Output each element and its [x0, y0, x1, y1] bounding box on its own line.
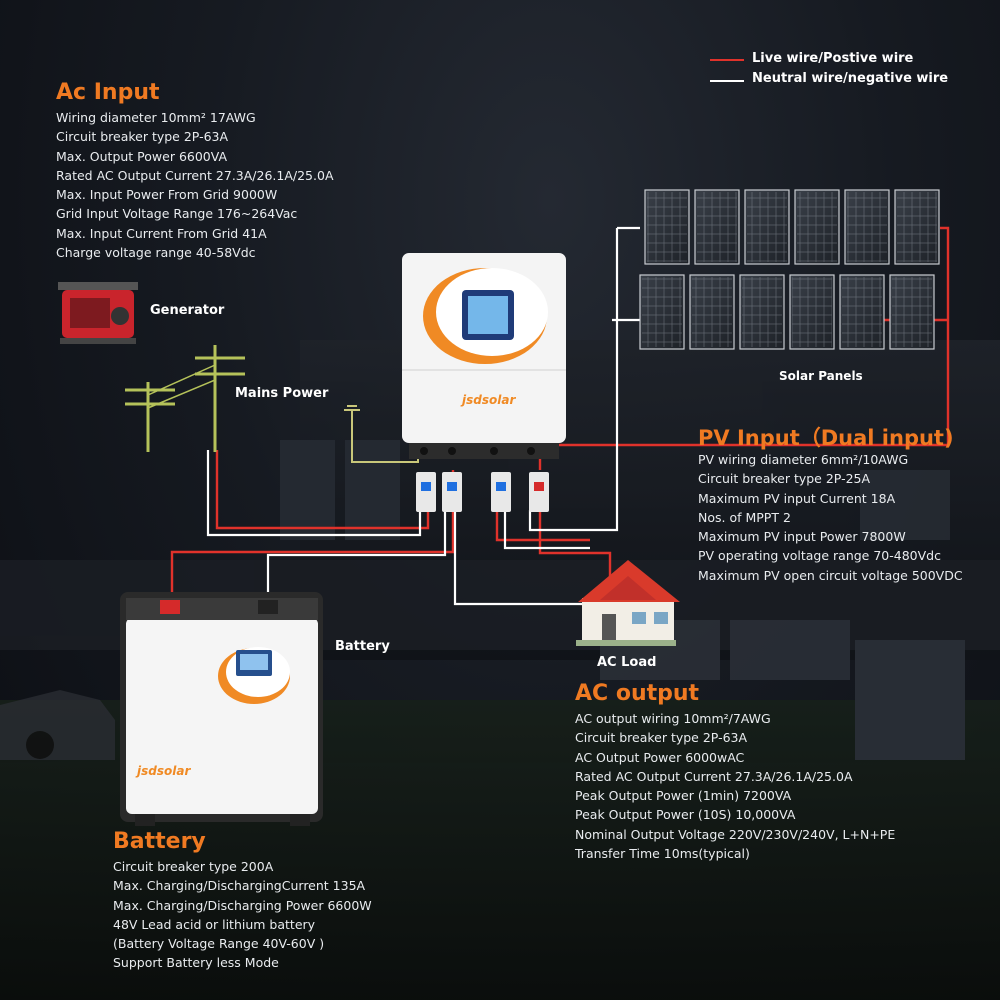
solar-panel: [839, 274, 885, 350]
car-silhouette: [0, 690, 115, 760]
utility-pole: [125, 345, 245, 452]
solar-panel: [744, 189, 790, 265]
pv-input-specs: PV wiring diameter 6mm²/10AWG Circuit bre…: [698, 450, 963, 585]
spec-line: Max. Input Power From Grid 9000W: [56, 187, 278, 203]
battery-illustration: [120, 592, 323, 826]
solar-panel: [694, 189, 740, 265]
spec-line: Maximum PV input Current 18A: [698, 490, 896, 506]
legend-live-swatch: [710, 59, 744, 61]
spec-line: Max. Charging/Discharging Power 6600W: [113, 897, 372, 913]
solar-panel: [789, 274, 835, 350]
ac-input-specs: Wiring diameter 10mm² 17AWG Circuit break…: [56, 108, 334, 262]
solar-panel: [689, 274, 735, 350]
circuit-breakers: [416, 472, 549, 512]
spec-line: Circuit breaker type 2P-63A: [56, 129, 229, 145]
spec-line: 48V Lead acid or lithium battery: [113, 916, 316, 932]
spec-line: Peak Output Power (10S) 10,000VA: [575, 807, 796, 823]
solar-panel: [889, 274, 935, 350]
ac-output-title: AC output: [575, 681, 700, 706]
ac-output-specs: AC output wiring 10mm²/7AWG Circuit break…: [575, 709, 895, 863]
spec-line: Peak Output Power (1min) 7200VA: [575, 788, 792, 804]
ac-input-title: Ac Input: [56, 80, 160, 105]
battery-title: Battery: [113, 829, 206, 854]
solar-panel: [794, 189, 840, 265]
spec-line: Transfer Time 10ms(typical): [575, 846, 750, 862]
spec-line: Max. Charging/DischargingCurrent 135A: [113, 878, 366, 894]
spec-line: PV operating voltage range 70-480Vdc: [698, 548, 941, 564]
spec-line: Wiring diameter 10mm² 17AWG: [56, 110, 256, 125]
inverter-illustration: [402, 253, 566, 459]
battery-logo: jsdsolar: [137, 764, 191, 778]
house-ac-load-illustration: [576, 560, 680, 646]
spec-line: PV wiring diameter 6mm²/10AWG: [698, 452, 909, 467]
generator-illustration: [58, 282, 138, 344]
solar-panel: [739, 274, 785, 350]
spec-line: Circuit breaker type 200A: [113, 859, 274, 874]
spec-line: Grid Input Voltage Range 176~264Vac: [56, 206, 298, 222]
solar-panel: [844, 189, 890, 265]
ac-load-label: AC Load: [597, 655, 657, 670]
pv-input-title: PV Input（Dual input): [698, 426, 954, 450]
inverter-logo: jsdsolar: [462, 393, 516, 407]
solar-panel: [639, 274, 685, 350]
spec-line: Max. Output Power 6600VA: [56, 148, 228, 164]
mains-power-label: Mains Power: [235, 386, 329, 401]
spec-line: AC output wiring 10mm²/7AWG: [575, 711, 771, 726]
solar-panel: [644, 189, 690, 265]
battery-specs: Circuit breaker type 200A Max. Charging/D…: [113, 857, 372, 973]
spec-line: Nos. of MPPT 2: [698, 509, 791, 525]
solar-panel: [894, 189, 940, 265]
spec-line: (Battery Voltage Range 40V-60V ): [113, 936, 325, 952]
legend-neutral-label: Neutral wire/negative wire: [752, 71, 949, 86]
spec-line: Max. Input Current From Grid 41A: [56, 225, 267, 241]
neutral-wires: [206, 226, 640, 606]
spec-line: Circuit breaker type 2P-63A: [575, 730, 748, 746]
spec-line: Rated AC Output Current 27.3A/26.1A/25.0…: [56, 167, 334, 183]
spec-line: Nominal Output Voltage 220V/230V/240V, L…: [575, 826, 896, 842]
spec-line: Rated AC Output Current 27.3A/26.1A/25.0…: [575, 768, 853, 784]
generator-label: Generator: [150, 303, 225, 318]
spec-line: Charge voltage range 40-58Vdc: [56, 245, 256, 261]
spec-line: Support Battery less Mode: [113, 955, 279, 971]
spec-line: Maximum PV open circuit voltage 500VDC: [698, 567, 963, 583]
solar-panels-label: Solar Panels: [779, 369, 863, 383]
legend-neutral-swatch: [710, 80, 744, 82]
spec-line: Maximum PV input Power 7800W: [698, 529, 906, 545]
spec-line: Circuit breaker type 2P-25A: [698, 471, 871, 487]
battery-label: Battery: [335, 639, 390, 654]
legend-live-label: Live wire/Postive wire: [752, 51, 914, 66]
spec-line: AC Output Power 6000wAC: [575, 749, 745, 765]
